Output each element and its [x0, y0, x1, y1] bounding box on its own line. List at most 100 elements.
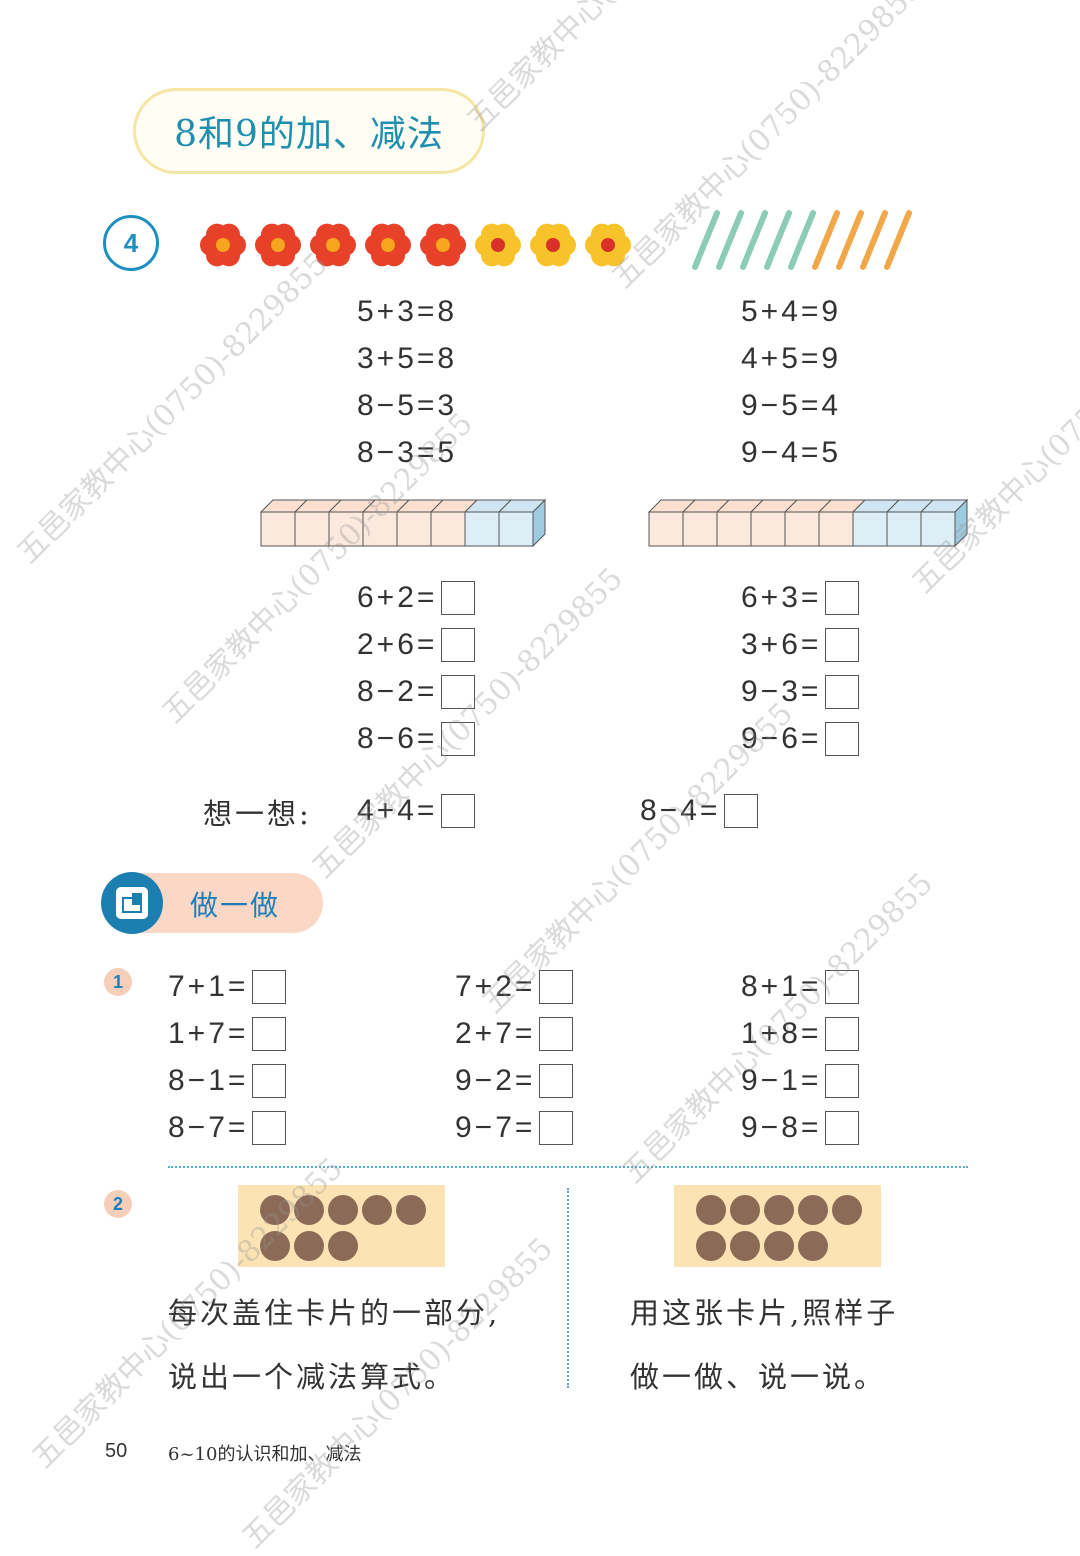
example-number-badge: 4 — [103, 215, 159, 271]
exercise-text: 6+2= — [357, 580, 438, 614]
exercise-text: 9−6= — [741, 721, 822, 755]
answer-box[interactable] — [539, 969, 574, 1004]
exercise-text: 8−1= — [168, 1063, 249, 1097]
cube-bar-left — [259, 498, 547, 548]
exercise-row: 9−6= — [741, 715, 860, 762]
orange-stick — [836, 210, 864, 270]
answer-box[interactable] — [825, 627, 860, 662]
think-exercise-1: 4+4= — [357, 787, 476, 834]
equation: 9−5=4 — [741, 388, 842, 422]
exercise-text: 2+6= — [357, 627, 438, 661]
exercise-text: 9−2= — [455, 1063, 536, 1097]
left-equations: 5+3=8 3+5=8 8−5=3 8−3=5 — [357, 288, 457, 476]
exercise-text: 8−4= — [640, 793, 721, 827]
cube-side — [954, 498, 968, 548]
equation: 3+5=8 — [357, 341, 458, 375]
answer-box[interactable] — [252, 1016, 287, 1051]
horizontal-divider — [168, 1166, 968, 1168]
answer-box[interactable] — [825, 1063, 860, 1098]
orange-stick — [812, 210, 840, 270]
answer-box[interactable] — [441, 580, 476, 615]
q2-left-text-line-1: 每次盖住卡片的一部分, — [168, 1296, 501, 1330]
answer-box[interactable] — [825, 969, 860, 1004]
answer-box[interactable] — [441, 793, 476, 828]
watermark: 五邑家教中心(0750)-8229855 — [455, 0, 786, 139]
exercise-text: 9−3= — [741, 674, 822, 708]
answer-box[interactable] — [252, 1063, 287, 1098]
answer-box[interactable] — [539, 1016, 574, 1051]
pink-cube — [328, 511, 364, 547]
card-dot — [798, 1195, 828, 1225]
red-flower — [310, 223, 356, 267]
exercise-text: 7+1= — [168, 969, 249, 1003]
blue-cube — [920, 511, 956, 547]
pink-cube — [784, 511, 820, 547]
pink-cube — [648, 511, 684, 547]
cube-side — [532, 498, 546, 548]
exercise-text: 1+8= — [741, 1016, 822, 1050]
yellow-flower — [585, 223, 631, 267]
exercise-row: 7+1= — [168, 963, 287, 1010]
exercise-text: 9−1= — [741, 1063, 822, 1097]
green-stick — [716, 210, 744, 270]
question-1-badge: 1 — [104, 968, 132, 996]
answer-box[interactable] — [724, 793, 759, 828]
pink-cube — [818, 511, 854, 547]
blue-cube — [852, 511, 888, 547]
q1-column-3: 8+1= 1+8= 9−1= 9−8= — [741, 963, 860, 1151]
answer-box[interactable] — [441, 627, 476, 662]
answer-box[interactable] — [825, 721, 860, 756]
exercise-row: 9−1= — [741, 1057, 860, 1104]
pink-cube — [396, 511, 432, 547]
red-flower — [365, 223, 411, 267]
exercise-row: 6+3= — [741, 574, 860, 621]
card-dot — [696, 1195, 726, 1225]
q1-column-1: 7+1= 1+7= 8−1= 8−7= — [168, 963, 287, 1151]
card-dot — [764, 1195, 794, 1225]
card-dot — [832, 1195, 862, 1225]
exercise-row: 9−2= — [455, 1057, 574, 1104]
answer-box[interactable] — [825, 1110, 860, 1145]
answer-box[interactable] — [539, 1110, 574, 1145]
red-flower — [200, 223, 246, 267]
exercise-text: 6+3= — [741, 580, 822, 614]
answer-box[interactable] — [441, 674, 476, 709]
question-2-badge: 2 — [104, 1190, 132, 1218]
answer-box[interactable] — [539, 1063, 574, 1098]
card-dot — [294, 1231, 324, 1261]
answer-box[interactable] — [252, 969, 287, 1004]
pink-cube — [260, 511, 296, 547]
right-exercises: 6+3= 3+6= 9−3= 9−6= — [741, 574, 860, 762]
exercise-text: 7+2= — [455, 969, 536, 1003]
page-number: 50 — [105, 1440, 128, 1462]
blue-cube — [886, 511, 922, 547]
think-exercise-2: 8−4= — [640, 787, 759, 834]
exercise-row: 9−3= — [741, 668, 860, 715]
card-dot — [260, 1195, 290, 1225]
exercise-text: 8−6= — [357, 721, 438, 755]
answer-box[interactable] — [441, 721, 476, 756]
exercise-row: 8−6= — [357, 715, 476, 762]
q2-right-text-line-2: 做一做、说一说。 — [630, 1360, 887, 1394]
card-dot — [362, 1195, 392, 1225]
red-flower — [255, 223, 301, 267]
answer-box[interactable] — [252, 1110, 287, 1145]
answer-box[interactable] — [825, 674, 860, 709]
answer-box[interactable] — [825, 580, 860, 615]
equation: 5+3=8 — [357, 294, 458, 328]
pink-cube — [716, 511, 752, 547]
equation: 8−3=5 — [357, 435, 458, 469]
exercise-row: 8−7= — [168, 1104, 287, 1151]
card-dot — [328, 1195, 358, 1225]
equation: 4+5=9 — [741, 341, 842, 375]
think-label: 想一想: — [203, 797, 312, 831]
blue-cube — [464, 511, 500, 547]
answer-box[interactable] — [825, 1016, 860, 1051]
card-dot — [294, 1195, 324, 1225]
card-dot — [328, 1231, 358, 1261]
exercise-text: 9−7= — [455, 1110, 536, 1144]
exercise-row: 9−7= — [455, 1104, 574, 1151]
equation: 9−4=5 — [741, 435, 842, 469]
yellow-flower — [475, 223, 521, 267]
exercise-row: 8−1= — [168, 1057, 287, 1104]
